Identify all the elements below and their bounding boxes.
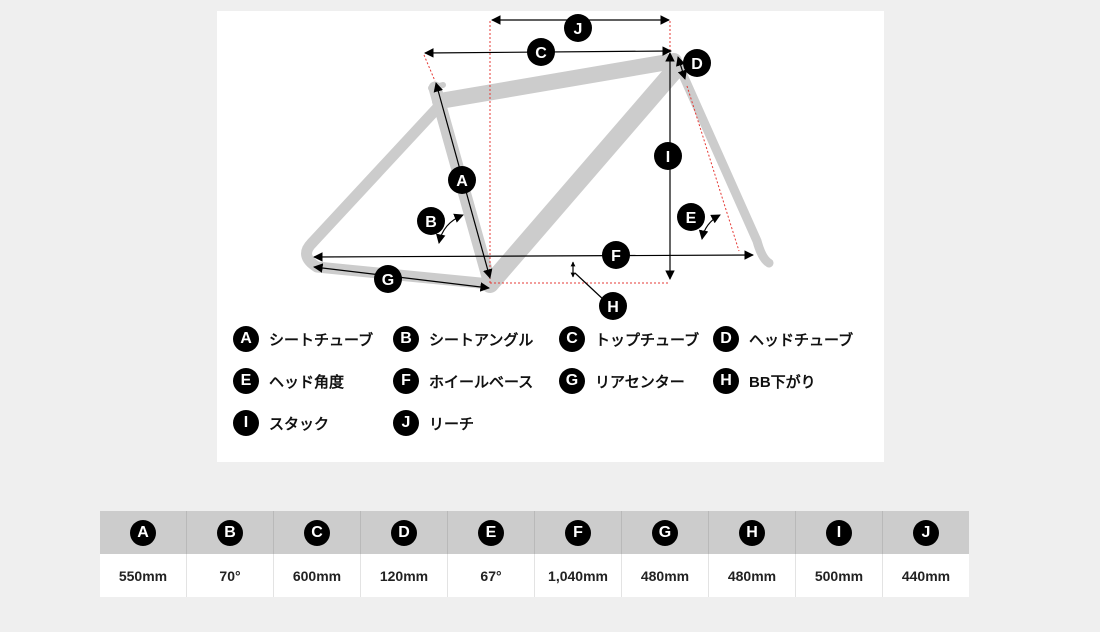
badge-h-icon: H: [713, 368, 739, 394]
badge-e-icon: E: [233, 368, 259, 394]
legend-label: リーチ: [429, 415, 475, 433]
badge-b: B: [417, 207, 445, 235]
value-d: 120mm: [360, 554, 448, 597]
value-b: 70°: [186, 554, 274, 597]
badge-h-icon: H: [739, 519, 765, 546]
badge-g: G: [374, 265, 402, 293]
header-b: B: [186, 511, 274, 554]
header-h: H: [708, 511, 796, 554]
badge-f: F: [602, 241, 630, 269]
svg-text:I: I: [666, 149, 670, 166]
svg-text:H: H: [607, 299, 619, 316]
value-i: 500mm: [795, 554, 883, 597]
legend-item-f: F ホイールベース: [393, 368, 533, 394]
legend-item-b: B シートアングル: [393, 326, 533, 352]
badge-j: J: [564, 14, 592, 42]
badge-c-icon: C: [559, 326, 585, 352]
badge-a-icon: A: [233, 326, 259, 352]
header-e: E: [447, 511, 535, 554]
svg-text:G: G: [382, 272, 394, 289]
svg-text:B: B: [425, 214, 437, 231]
badge-g-icon: G: [559, 368, 585, 394]
header-a: A: [100, 511, 187, 554]
legend-item-a: A シートチューブ: [233, 326, 373, 352]
badge-d-icon: D: [391, 519, 417, 546]
header-i: I: [795, 511, 883, 554]
badge-i-icon: I: [826, 519, 852, 546]
header-c: C: [273, 511, 361, 554]
legend-label: リアセンター: [595, 373, 685, 391]
guide-lines: [423, 21, 740, 284]
badge-c-icon: C: [304, 519, 330, 546]
legend-label: トップチューブ: [595, 331, 700, 349]
svg-text:E: E: [686, 210, 697, 227]
legend-label: ホイールベース: [429, 373, 534, 391]
table-value-row: 550mm 70° 600mm 120mm 67° 1,040mm 480mm …: [100, 554, 969, 597]
badge-h: H: [599, 292, 627, 320]
header-f: F: [534, 511, 622, 554]
badge-a: A: [448, 166, 476, 194]
legend-label: ヘッドチューブ: [749, 331, 854, 349]
badge-i: I: [654, 142, 682, 170]
value-h: 480mm: [708, 554, 796, 597]
value-g: 480mm: [621, 554, 709, 597]
legend-label: スタック: [269, 415, 330, 433]
header-j: J: [882, 511, 969, 554]
legend-item-g: G リアセンター: [559, 368, 685, 394]
legend-label: BB下がり: [749, 373, 816, 391]
svg-text:A: A: [456, 173, 468, 190]
bike-frame-diagram: J C D I A B E F G H: [301, 14, 774, 320]
dimension-badges: J C D I A B E F G H: [374, 14, 711, 320]
value-e: 67°: [447, 554, 535, 597]
legend-label: シートアングル: [429, 331, 534, 349]
badge-j-icon: J: [913, 519, 939, 546]
badge-b-icon: B: [217, 519, 243, 546]
svg-text:D: D: [691, 56, 703, 73]
geometry-spec-table: A B C D E F G H I J 550mm 70° 600mm 120m…: [100, 511, 969, 597]
badge-d-icon: D: [713, 326, 739, 352]
legend-item-h: H BB下がり: [713, 368, 816, 394]
badge-e: E: [677, 203, 705, 231]
value-j: 440mm: [882, 554, 969, 597]
badge-f-icon: F: [393, 368, 419, 394]
legend-label: シートチューブ: [269, 331, 374, 349]
legend-item-c: C トップチューブ: [559, 326, 699, 352]
value-f: 1,040mm: [534, 554, 622, 597]
value-c: 600mm: [273, 554, 361, 597]
legend-item-j: J リーチ: [393, 410, 474, 436]
svg-text:J: J: [574, 21, 583, 38]
table-header-row: A B C D E F G H I J: [100, 511, 969, 554]
header-d: D: [360, 511, 448, 554]
badge-j-icon: J: [393, 410, 419, 436]
badge-c: C: [527, 38, 555, 66]
legend-item-e: E ヘッド角度: [233, 368, 344, 394]
badge-e-icon: E: [478, 519, 504, 546]
badge-i-icon: I: [233, 410, 259, 436]
badge-d: D: [683, 49, 711, 77]
svg-text:F: F: [611, 248, 621, 265]
badge-f-icon: F: [565, 519, 591, 546]
badge-b-icon: B: [393, 326, 419, 352]
svg-text:C: C: [535, 45, 547, 62]
header-g: G: [621, 511, 709, 554]
legend-item-i: I スタック: [233, 410, 329, 436]
badge-a-icon: A: [130, 519, 156, 546]
value-a: 550mm: [100, 554, 187, 597]
legend-item-d: D ヘッドチューブ: [713, 326, 853, 352]
frame-tubes: [301, 53, 774, 293]
badge-g-icon: G: [652, 519, 678, 546]
legend-label: ヘッド角度: [269, 373, 345, 391]
